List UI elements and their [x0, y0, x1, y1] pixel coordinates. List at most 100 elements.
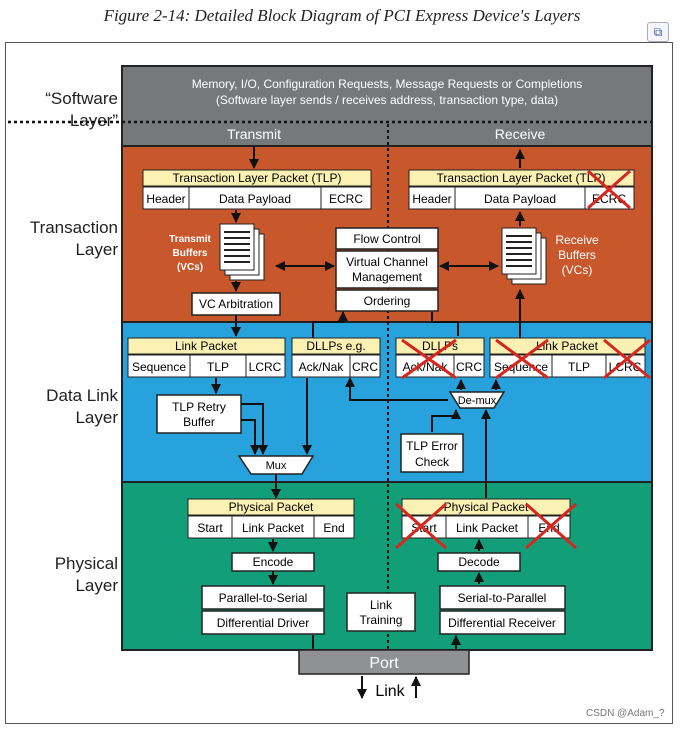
tx-dllp-title-box [291, 337, 381, 355]
error-check-line2: Check [415, 455, 450, 469]
diff-receiver: Differential Receiver [448, 616, 556, 630]
flow-control: Flow Control [353, 232, 420, 246]
transmit-label: Transmit [227, 126, 281, 142]
rx-lcrc-strike-icon [603, 338, 651, 380]
s2p-box [439, 585, 566, 610]
rx-tlp-payload: Data Payload [484, 192, 556, 206]
retry-buffer-line2: Buffer [183, 415, 215, 429]
tx-tlp-header: Header [146, 192, 185, 206]
vc-management-line1: Virtual Channel [346, 255, 428, 269]
receive-label: Receive [495, 126, 546, 142]
tx-sequence: Sequence [132, 360, 186, 374]
figure-caption: Figure 2-14: Detailed Block Diagram of P… [103, 6, 581, 25]
rx-crc-box [453, 354, 485, 378]
tx-start: Start [197, 521, 223, 535]
vc-management-line2: Management [352, 270, 423, 284]
decode-box [437, 552, 521, 572]
link-training-line2: Training [360, 613, 403, 627]
tx-tlp: TLP [207, 360, 229, 374]
rx-phys-link: Link Packet [456, 521, 519, 535]
rx-phys-title-box [401, 498, 571, 516]
retry-buffer-line1: TLP Retry [172, 400, 226, 414]
datalink-layer-label: Data Link Layer [8, 385, 118, 429]
tx-lcrc-box [245, 354, 286, 378]
tx-tlp-ecrc: ECRC [329, 192, 363, 206]
tx-phys-title: Physical Packet [229, 500, 314, 514]
rx-buffer-stack-icon [501, 227, 547, 285]
encode: Encode [253, 555, 294, 569]
mux-shape [237, 455, 315, 475]
tx-acknak: Ack/Nak [299, 360, 345, 374]
vc-arbitration: VC Arbitration [199, 297, 273, 311]
datalink-layer-label-line1: Data Link [46, 386, 118, 405]
ordering: Ordering [364, 294, 411, 308]
rx-buffers-line2: Buffers [558, 248, 596, 262]
s2p: Serial-to-Parallel [458, 591, 547, 605]
transaction-layer-label-line1: Transaction [29, 218, 118, 237]
physical-layer-label-line2: Layer [75, 576, 118, 595]
transaction-layer-label-line2: Layer [75, 240, 118, 259]
tx-crc-box [349, 354, 381, 378]
p2s-box [201, 585, 325, 610]
rx-ecrc-strike-icon [587, 169, 631, 210]
software-layer-label-line2: Layer” [69, 111, 118, 130]
link-training-line1: Link [370, 598, 393, 612]
retry-buffer-box [156, 394, 242, 434]
tx-tlp-title: Transaction Layer Packet (TLP) [173, 171, 342, 185]
rx-link-packet-title: Link Packet [536, 339, 599, 353]
rx-phys-title: Physical Packet [444, 500, 529, 514]
rx-dllp-strike-icon [401, 338, 457, 380]
tx-end-box [313, 515, 355, 539]
tx-buffers-line2: Buffers [172, 248, 207, 259]
error-check-box [400, 433, 464, 473]
rx-tlp-ecrc-box [584, 186, 635, 210]
port-box [298, 649, 470, 675]
tx-phys-title-box [187, 498, 355, 516]
decode: Decode [458, 555, 500, 569]
tx-link-packet-title: Link Packet [175, 339, 238, 353]
port-label: Port [369, 655, 399, 672]
tx-buffer-stack-icon [219, 223, 265, 281]
rx-lcrc-box [605, 354, 646, 378]
transaction-layer-label: Transaction Layer [8, 217, 118, 261]
datalink-layer-label-line2: Layer [75, 408, 118, 427]
rx-tlp: TLP [568, 360, 590, 374]
diff-receiver-box [439, 610, 566, 635]
physical-layer-label-line1: Physical [54, 554, 118, 573]
tx-tlp-payload: Data Payload [219, 192, 291, 206]
rx-tlp-title-box [408, 169, 635, 187]
tx-tlp-title-box [142, 169, 372, 187]
rx-tlp-header: Header [412, 192, 451, 206]
tx-buffers-line1: Transmit [169, 234, 211, 245]
rx-start-strike-icon [395, 502, 447, 550]
copy-icon[interactable]: ⧉ [647, 22, 669, 42]
software-layer-label-line1: “Software [45, 89, 118, 108]
rx-sequence-strike-icon [495, 338, 549, 380]
error-check-line1: TLP Error [406, 439, 458, 453]
datalink-arrows [211, 377, 501, 499]
watermark: CSDN @Adam_? [586, 708, 665, 719]
vc-management-box [335, 250, 439, 289]
tx-dllp-title: DLLPs e.g. [306, 339, 365, 353]
tx-link-packet-title-box [127, 337, 286, 355]
rx-tlp-title: Transaction Layer Packet (TLP) [437, 171, 606, 185]
physical-layer-label: Physical Layer [8, 553, 118, 597]
tx-buffers-line3: (VCs) [177, 262, 203, 273]
p2s: Parallel-to-Serial [219, 591, 308, 605]
tx-crc: CRC [352, 360, 378, 374]
rx-buffers-line3: (VCs) [562, 263, 593, 277]
flow-control-box [335, 227, 439, 250]
software-line2: (Software layer sends / receives address… [216, 93, 558, 107]
link-training-box [346, 592, 416, 632]
tx-lcrc: LCRC [249, 360, 282, 374]
rx-end-strike-icon [525, 502, 577, 550]
link-label: Link [375, 683, 405, 700]
ordering-box [335, 289, 439, 312]
diff-driver-box [201, 610, 325, 635]
mux-label: Mux [266, 460, 287, 472]
diff-driver: Differential Driver [217, 616, 309, 630]
demux-label: De-mux [458, 395, 497, 407]
tx-tlp-ecrc-box [320, 186, 372, 210]
rx-dllp-title: DLLPs [422, 339, 458, 353]
